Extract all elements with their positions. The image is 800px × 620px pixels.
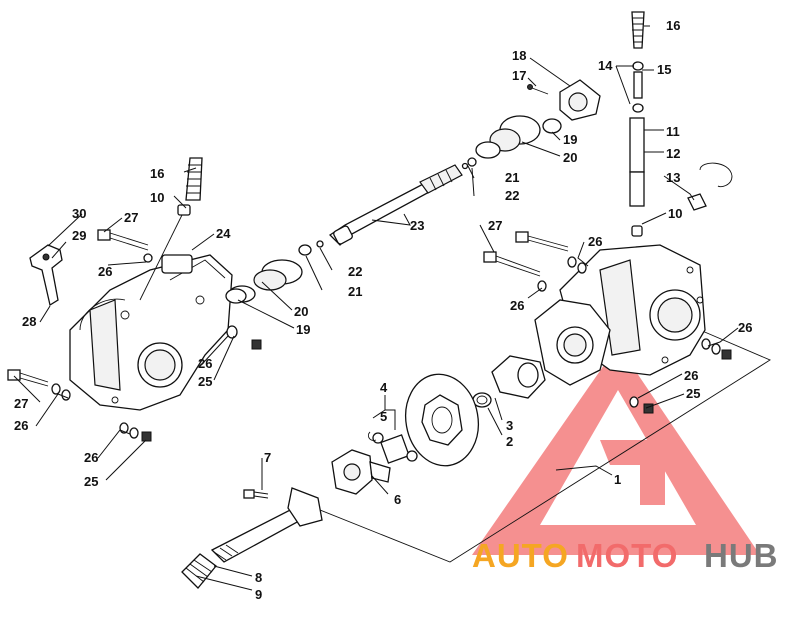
callout-2: 2: [506, 434, 513, 449]
callout-3: 3: [506, 418, 513, 433]
callout-25-right: 25: [686, 386, 700, 401]
callout-26-right-side: 26: [738, 320, 752, 335]
callout-16-right: 16: [666, 18, 680, 33]
clamp-14-15: [632, 61, 644, 113]
callout-10-right: 10: [668, 206, 682, 221]
bolt-7: [243, 489, 269, 499]
callout-17: 17: [512, 68, 526, 83]
output-shaft-8: [210, 487, 323, 563]
callout-26-right-mid: 26: [510, 298, 524, 313]
bolt-27-left-lower: [7, 369, 71, 401]
callout-27-right: 27: [488, 218, 502, 233]
callout-18: 18: [512, 48, 526, 63]
pinion-housing-front: [534, 299, 611, 386]
watermark-auto: AUTO: [472, 537, 569, 574]
callout-26-right-lower: 26: [684, 368, 698, 383]
seal-19-right: [542, 118, 562, 134]
yoke-3: [491, 355, 546, 399]
callout-26-right-upper: 26: [588, 234, 602, 249]
callout-26-mid: 26: [198, 356, 212, 371]
yoke-6: [331, 449, 391, 495]
callout-6: 6: [394, 492, 401, 507]
callout-27-left-lower: 27: [14, 396, 28, 411]
brake-disc: [405, 373, 479, 467]
callout-25-left: 25: [84, 474, 98, 489]
clamp-12-13: [687, 162, 733, 211]
callout-4: 4: [380, 380, 388, 395]
callout-15: 15: [657, 62, 671, 77]
callout-19-right: 19: [563, 132, 577, 147]
callout-labels: 1 2 3 4 5 6 7 8 9 10 10 11 12 13 14 15 1…: [14, 18, 752, 602]
callout-25-mid: 25: [198, 374, 212, 389]
callout-23: 23: [410, 218, 424, 233]
callout-14: 14: [598, 58, 613, 73]
callout-26-left-upper: 26: [98, 264, 112, 279]
callout-7: 7: [264, 450, 271, 465]
callout-28: 28: [22, 314, 36, 329]
watermark-moto: MOTO: [576, 537, 678, 574]
bearing-cover-18: [527, 79, 601, 121]
callout-20-left: 20: [294, 304, 308, 319]
callout-30: 30: [72, 206, 86, 221]
callout-8: 8: [255, 570, 262, 585]
drive-shaft-23: [328, 164, 463, 246]
seal-19-left: [225, 288, 247, 304]
callout-29: 29: [72, 228, 86, 243]
callout-11: 11: [666, 124, 680, 139]
callout-26-left-bottom: 26: [84, 450, 98, 465]
boot-16-right: [631, 11, 645, 49]
leader-lines: [13, 25, 739, 591]
bolt-27-left-upper: [97, 229, 153, 263]
shift-lever: [29, 244, 63, 307]
ring-21-22-left: [298, 240, 324, 256]
callout-19-left: 19: [296, 322, 310, 337]
bolt-27-right-lower: [483, 251, 547, 292]
callout-16-left: 16: [150, 166, 164, 181]
seal-boot-20-right: [475, 115, 541, 159]
clamp-10-right: [631, 225, 643, 237]
callout-26-left-lower: 26: [14, 418, 28, 433]
callout-13: 13: [666, 170, 680, 185]
boot-16-left: [139, 157, 203, 301]
washers-25-26-right: [629, 338, 732, 414]
u-joint-4-5: [367, 431, 418, 464]
callout-21-left: 21: [348, 284, 362, 299]
washers-25-26-left: [119, 325, 262, 442]
bolt-27-right-upper: [515, 231, 587, 274]
callout-24: 24: [216, 226, 231, 241]
callout-1: 1: [614, 472, 621, 487]
boot-9: [181, 553, 217, 589]
callout-12: 12: [666, 146, 680, 161]
assembly-outline: [289, 329, 771, 563]
watermark-triangle-inner: [600, 440, 665, 505]
callout-20-right: 20: [563, 150, 577, 165]
tube-11: [629, 117, 645, 207]
callout-9: 9: [255, 587, 262, 602]
callout-22-left: 22: [348, 264, 362, 279]
watermark-text: AUTO MOTO HUB: [472, 537, 779, 574]
callout-21-right: 21: [505, 170, 519, 185]
callout-5: 5: [380, 409, 387, 424]
callout-10-left: 10: [150, 190, 164, 205]
watermark-hub: HUB: [704, 537, 779, 574]
ring-21-22-right: [461, 157, 477, 170]
callout-27-left-upper: 27: [124, 210, 138, 225]
callout-22-right: 22: [505, 188, 519, 203]
left-gear-housing: [69, 254, 233, 411]
